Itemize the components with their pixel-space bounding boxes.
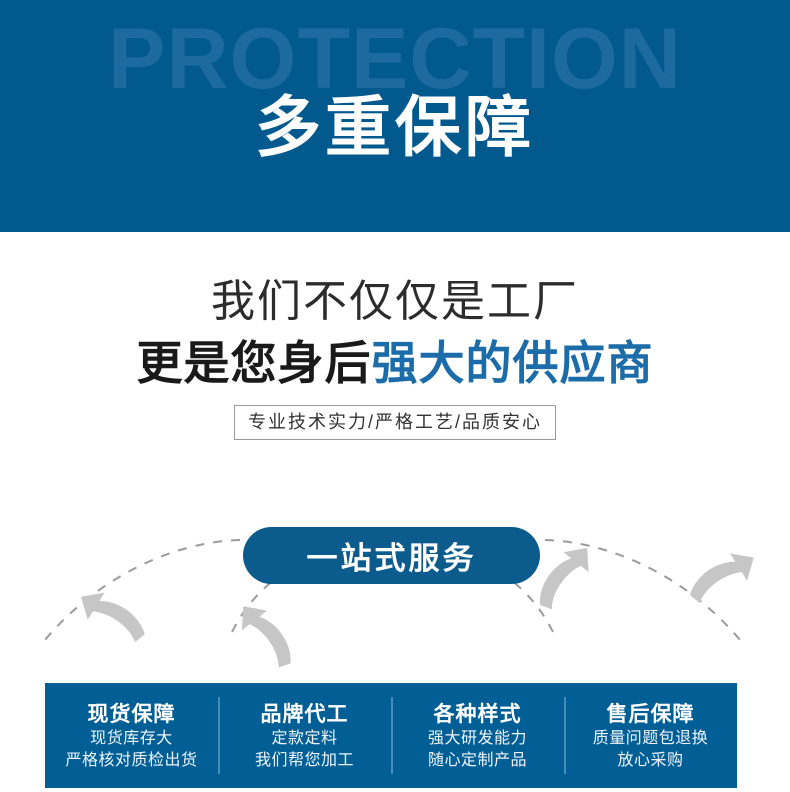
- tagline-box: 专业技术实力/严格工艺/品质安心: [233, 405, 556, 440]
- feature-title: 各种样式: [433, 703, 522, 726]
- arrow-icon-1: [80, 592, 145, 643]
- feature-title: 现货保障: [87, 703, 176, 726]
- watermark-text: PROTECTION: [108, 11, 682, 107]
- arrow-icon-4: [690, 553, 754, 604]
- arc-left-outer: [44, 539, 241, 641]
- feature-sub-2: 放心采购: [617, 752, 684, 769]
- page-title: 多重保障: [255, 90, 535, 164]
- intro-line-2-accent: 强大的供应商: [371, 337, 654, 389]
- pill-label: 一站式服务: [306, 541, 477, 576]
- feature-sub-1: 定款定料: [271, 730, 338, 747]
- feature-sub-1: 强大研发能力: [427, 730, 527, 747]
- feature-sub-2: 严格核对质检出货: [65, 752, 198, 769]
- intro-text-block: 我们不仅仅是工厂 更是您身后强大的供应商 专业技术实力/严格工艺/品质安心: [0, 275, 790, 440]
- feature-column-3[interactable]: 各种样式 强大研发能力 随心定制产品: [391, 683, 564, 788]
- one-stop-service-pill[interactable]: 一站式服务: [243, 527, 540, 584]
- intro-line-2-dark: 更是您身后: [136, 337, 372, 389]
- feature-column-4[interactable]: 售后保障 质量问题包退换 放心采购: [564, 683, 737, 788]
- header-banner: PROTECTION 多重保障: [0, 0, 790, 232]
- feature-sub-2: 随心定制产品: [427, 752, 527, 769]
- feature-title: 售后保障: [606, 703, 695, 726]
- feature-panel: 现货保障 现货库存大 严格核对质检出货 品牌代工 定款定料 我们帮您加工 各种样…: [45, 683, 737, 788]
- feature-column-2[interactable]: 品牌代工 定款定料 我们帮您加工: [218, 683, 391, 788]
- feature-sub-2: 我们帮您加工: [254, 752, 354, 769]
- feature-column-1[interactable]: 现货保障 现货库存大 严格核对质检出货: [45, 683, 218, 788]
- tagline-wrapper: 专业技术实力/严格工艺/品质安心: [0, 405, 790, 440]
- arrow-icon-2: [241, 606, 291, 668]
- intro-line-1: 我们不仅仅是工厂: [211, 277, 579, 326]
- feature-sub-1: 质量问题包退换: [592, 730, 709, 747]
- feature-title: 品牌代工: [260, 703, 349, 726]
- intro-line-2: 更是您身后强大的供应商: [0, 333, 790, 393]
- feature-sub-1: 现货库存大: [90, 730, 173, 747]
- arc-right-outer: [544, 539, 741, 641]
